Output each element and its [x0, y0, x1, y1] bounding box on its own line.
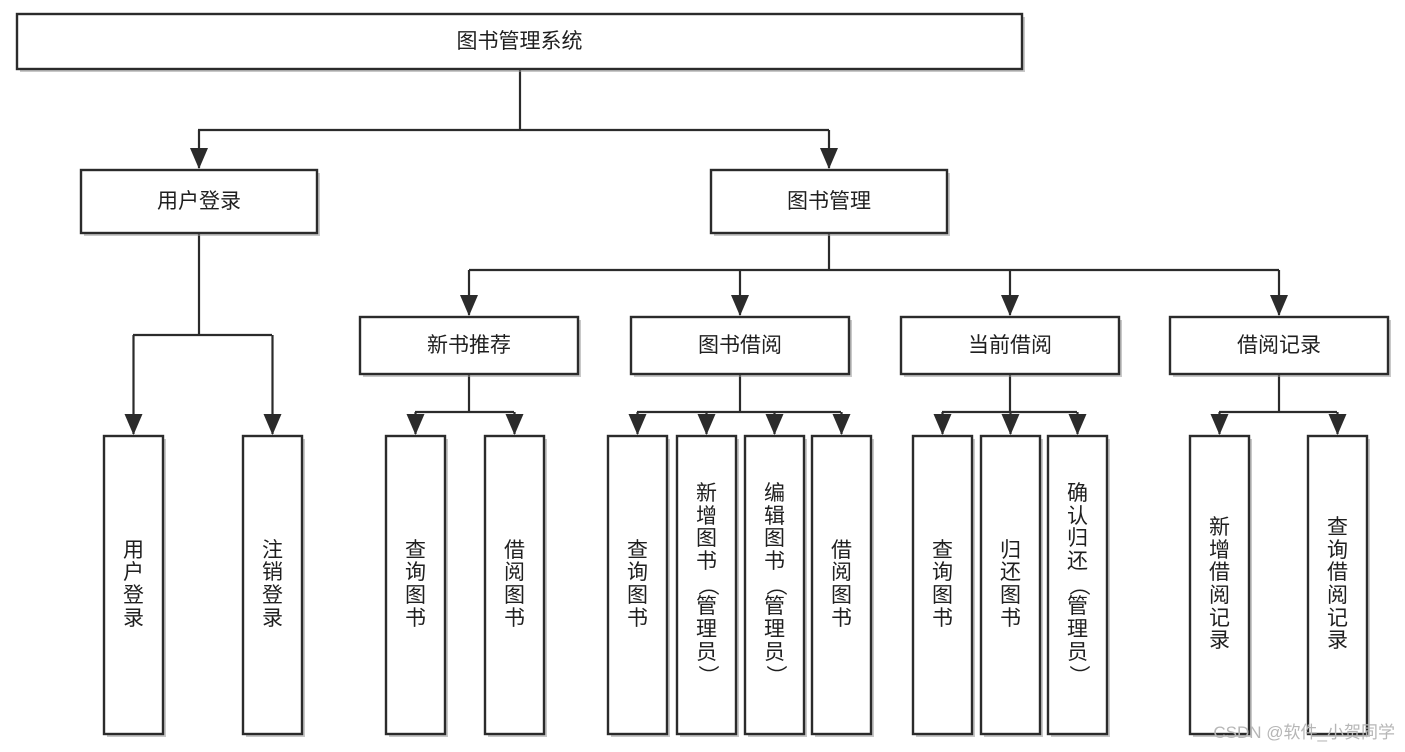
node-用户登录[interactable] — [79, 168, 319, 235]
arrow-to-leaf-9 — [1001, 414, 1020, 435]
leaf-node-8[interactable] — [911, 434, 974, 736]
arrow-to-新书推荐 — [460, 295, 478, 316]
arrow-to-leaf-12 — [1328, 414, 1347, 435]
node-图书管理[interactable] — [709, 168, 949, 235]
node-label-当前借阅: 当前借阅 — [968, 334, 1052, 357]
leaf-node-5[interactable] — [675, 434, 738, 736]
node-当前借阅[interactable] — [899, 315, 1121, 376]
arrow-to-leaf-1 — [263, 414, 282, 435]
leaf-node-1[interactable] — [241, 434, 304, 736]
arrow-to-图书借阅 — [731, 295, 749, 316]
arrow-to-leaf-11 — [1210, 414, 1229, 435]
arrow-to-leaf-5 — [697, 414, 716, 435]
arrow-to-leaf-4 — [628, 414, 647, 435]
leaf-node-6[interactable] — [743, 434, 806, 736]
leaf-node-2[interactable] — [384, 434, 447, 736]
leaf-node-11[interactable] — [1188, 434, 1251, 736]
arrow-to-当前借阅 — [1001, 295, 1019, 316]
leaf-node-0[interactable] — [102, 434, 165, 736]
leaf-node-4[interactable] — [606, 434, 669, 736]
node-借阅记录[interactable] — [1168, 315, 1390, 376]
leaf-node-7[interactable] — [810, 434, 873, 736]
leaf-node-12[interactable] — [1306, 434, 1369, 736]
arrow-to-借阅记录 — [1270, 295, 1288, 316]
leaf-node-9[interactable] — [979, 434, 1042, 736]
boxes-layer — [15, 12, 1391, 737]
arrow-to-leaf-6 — [765, 414, 784, 435]
node-label-图书借阅: 图书借阅 — [698, 334, 782, 357]
node-label-借阅记录: 借阅记录 — [1237, 334, 1321, 357]
arrow-to-leaf-2 — [406, 414, 425, 435]
node-root-图书管理系统[interactable] — [15, 12, 1024, 71]
node-label-root: 图书管理系统 — [457, 30, 583, 53]
node-label-图书管理: 图书管理 — [787, 190, 871, 213]
arrow-to-图书管理 — [820, 148, 838, 169]
arrow-to-leaf-3 — [505, 414, 524, 435]
leaf-node-3[interactable] — [483, 434, 546, 736]
arrow-to-leaf-7 — [832, 414, 851, 435]
connectors-layer — [124, 69, 1347, 435]
arrow-to-用户登录 — [190, 148, 208, 169]
node-label-新书推荐: 新书推荐 — [427, 334, 511, 357]
arrow-to-leaf-0 — [124, 414, 143, 435]
node-图书借阅[interactable] — [629, 315, 851, 376]
leaf-node-10[interactable] — [1046, 434, 1109, 736]
node-label-用户登录: 用户登录 — [157, 190, 241, 213]
arrow-to-leaf-8 — [933, 414, 952, 435]
arrow-to-leaf-10 — [1068, 414, 1087, 435]
node-新书推荐[interactable] — [358, 315, 580, 376]
